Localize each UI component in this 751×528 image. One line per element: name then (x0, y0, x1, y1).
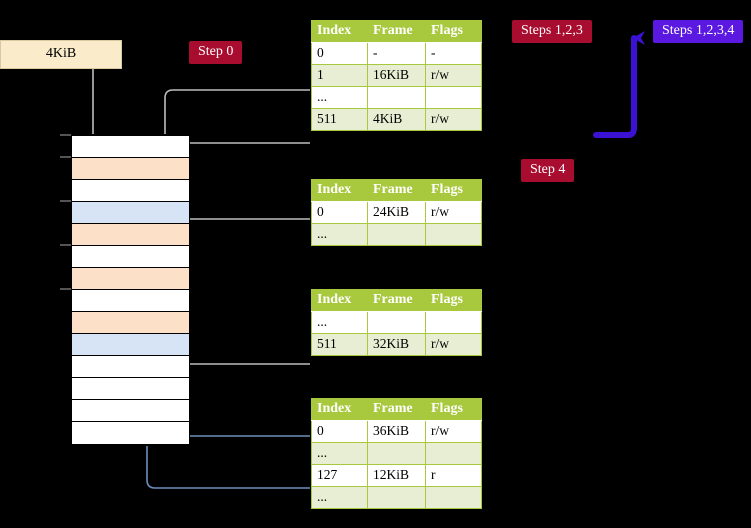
memory-frame-row (72, 136, 189, 158)
cell-index: 127 (311, 464, 368, 487)
column-header-flags: Flags (425, 289, 482, 312)
size-label-4kib: 4KiB (0, 40, 122, 69)
cell-frame: 32KiB (367, 333, 426, 356)
badge-steps-123: Steps 1,2,3 (512, 20, 592, 43)
column-header-index: Index (311, 289, 368, 312)
badge-step-0: Step 0 (189, 41, 243, 64)
cell-index: ... (311, 442, 368, 465)
cell-frame (367, 442, 426, 465)
memory-frame-row (72, 268, 189, 290)
memory-frame-row (72, 356, 189, 378)
column-header-flags: Flags (425, 20, 482, 43)
cell-flags: r/w (425, 201, 482, 224)
cell-index: 0 (311, 420, 368, 443)
cell-frame (367, 86, 426, 109)
column-header-frame: Frame (367, 179, 426, 202)
memory-frame-row (72, 158, 189, 180)
cell-flags: r (425, 464, 482, 487)
cell-flags (425, 311, 482, 334)
cell-flags (425, 223, 482, 246)
cell-index: 511 (311, 108, 368, 131)
cell-flags: - (425, 42, 482, 65)
memory-frame-row (72, 180, 189, 202)
cell-frame: 36KiB (367, 420, 426, 443)
memory-frame-row (72, 246, 189, 268)
column-header-frame: Frame (367, 398, 426, 421)
cell-frame: 16KiB (367, 64, 426, 87)
column-header-flags: Flags (425, 398, 482, 421)
table-row: ... (311, 223, 482, 246)
cell-index: 511 (311, 333, 368, 356)
memory-frame-row (72, 422, 189, 444)
memory-scale-tick (60, 200, 71, 202)
cell-frame (367, 486, 426, 509)
column-header-index: Index (311, 179, 368, 202)
cell-index: 1 (311, 64, 368, 87)
column-header-index: Index (311, 398, 368, 421)
cell-flags: r/w (425, 333, 482, 356)
column-header-frame: Frame (367, 20, 426, 43)
column-header-index: Index (311, 20, 368, 43)
badge-steps-1234: Steps 1,2,3,4 (653, 20, 744, 43)
cell-frame (367, 311, 426, 334)
cell-flags (425, 486, 482, 509)
badge-step-4: Step 4 (521, 159, 575, 182)
memory-scale-tick (60, 134, 71, 136)
cell-flags: r/w (425, 420, 482, 443)
memory-frame-row (72, 290, 189, 312)
memory-frame-row (72, 334, 189, 356)
cell-frame: 4KiB (367, 108, 426, 131)
table-row: ... (311, 86, 482, 109)
cell-frame: 24KiB (367, 201, 426, 224)
memory-frame-row (72, 400, 189, 422)
table-row: ... (311, 442, 482, 465)
cell-flags (425, 442, 482, 465)
cell-flags (425, 86, 482, 109)
memory-scale-tick (60, 288, 71, 290)
column-header-frame: Frame (367, 289, 426, 312)
memory-frame-row (72, 378, 189, 400)
cell-index: ... (311, 223, 368, 246)
cell-index: 0 (311, 42, 368, 65)
cell-index: ... (311, 311, 368, 334)
memory-frame-row (72, 202, 189, 224)
memory-frame-row (72, 312, 189, 334)
physical-memory-strip (71, 134, 190, 446)
cell-frame: - (367, 42, 426, 65)
column-header-flags: Flags (425, 179, 482, 202)
table-row: ... (311, 486, 482, 509)
memory-frame-row (72, 224, 189, 246)
table-row: 0-- (311, 42, 482, 65)
memory-scale-tick (60, 156, 71, 158)
memory-scale-tick (60, 244, 71, 246)
cell-frame: 12KiB (367, 464, 426, 487)
cell-frame (367, 223, 426, 246)
cell-index: ... (311, 486, 368, 509)
cell-index: 0 (311, 201, 368, 224)
steps-bracket-arrow (593, 31, 645, 138)
cell-index: ... (311, 86, 368, 109)
table-row: ... (311, 311, 482, 334)
cell-flags: r/w (425, 64, 482, 87)
cell-flags: r/w (425, 108, 482, 131)
